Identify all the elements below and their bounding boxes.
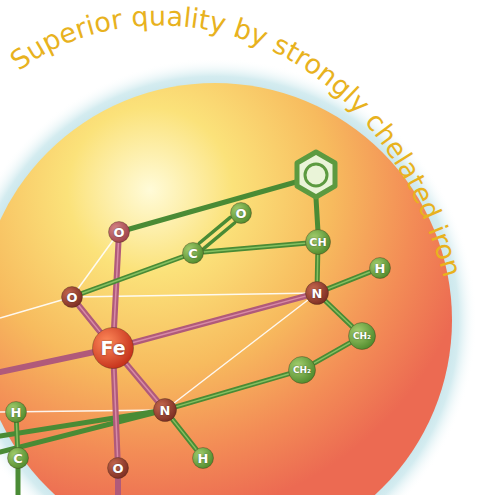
bond-stroke [326,301,352,326]
covalent-bond [328,272,370,289]
atom-ball [8,448,29,469]
atom-circle: CH [305,229,331,255]
coordinate-bond [114,369,118,457]
atom-circle: H [369,257,391,279]
atom-ball [349,323,376,350]
side-bonds [0,182,318,495]
coordinate-bond [133,296,305,342]
atom-symbol: O [66,291,77,304]
sphere-halo [0,58,477,495]
bond-stroke [204,243,305,252]
bond-stroke [16,423,17,447]
coordinate-bond [126,364,157,401]
atom-circle: O [108,221,130,243]
atom-ball [193,448,214,469]
coordinate-bond [79,306,100,332]
atom-ball [62,287,83,308]
covalent-bond [204,243,305,252]
bond-stroke [126,364,157,401]
curved-title-text: Superior quality by strongly chelated ir… [4,0,468,280]
atom-circle: H [5,401,27,423]
atom-symbol: C [188,247,198,260]
atom-circle: Fe [92,327,134,369]
covalent-bond [82,257,182,293]
bond-stroke [172,419,196,449]
bond-stroke [133,296,305,342]
bond-stroke [316,255,318,281]
atom-circle: O [107,457,129,479]
atom-ball [183,243,204,264]
bond-stroke [114,243,118,327]
atom-ball [306,282,329,305]
atom-ball [306,230,331,255]
covalent-bond [326,301,352,326]
covalent-bond [172,419,196,449]
title: Superior quality by strongly chelated ir… [4,0,468,280]
bond-stroke [79,306,100,332]
atom-symbol: C [13,452,23,465]
bond-stroke [114,369,118,457]
atom-symbol: O [235,207,246,220]
bond-stroke [133,296,305,342]
atom-symbol: CH₂ [353,332,371,341]
bond-stroke [328,272,370,289]
bond-stroke [114,243,118,327]
atom-symbol: H [11,406,22,419]
atom-circle: O [230,202,252,224]
benzene-ring [297,152,335,197]
atom-ball [108,458,129,479]
polyhedron-lines [0,232,317,412]
bond-stroke [199,217,230,243]
atom-ball [109,222,130,243]
atom-ball [154,399,177,422]
atom-symbol: N [160,404,171,417]
bond-stroke [177,374,289,407]
coordinate-bond [114,243,118,327]
bond-stroke [79,306,100,332]
bond-stroke [114,369,118,457]
atom-circle: H [192,447,214,469]
bond-stroke [16,423,17,447]
atom-symbol: N [312,287,323,300]
bond-stroke [328,272,370,289]
atom-circle: N [305,281,329,305]
covalent-bond [317,255,319,281]
bond-stroke [314,343,350,363]
bond-stroke [126,364,157,401]
covalent-bond [199,217,235,248]
bond-stroke [82,257,182,293]
atom-ball [93,328,134,369]
atom-circle: CH₂ [288,356,316,384]
atom-symbol: Fe [100,339,125,358]
bond-stroke [204,243,305,252]
bond-stroke [82,257,182,293]
atom-symbol: H [375,262,386,275]
atom-symbol: CH₂ [293,366,311,375]
bond-stroke [177,374,289,407]
atom-symbol: H [198,452,209,465]
atom-ball [289,357,316,384]
covalent-bond [314,343,350,363]
bond-stroke [326,301,352,326]
atom-circle: N [153,398,177,422]
atom-symbol: O [113,226,124,239]
atom-circle: C [182,242,204,264]
bond-stroke [172,419,196,449]
atom-circle: C [7,447,29,469]
bond-stroke [314,343,350,363]
atom-symbol: O [112,462,123,475]
atom-symbol: CH [309,237,326,248]
bond-stroke [315,255,321,281]
covalent-bond [16,423,17,447]
atom-circle: O [61,286,83,308]
covalent-bond [177,374,289,407]
atom-ball [231,203,252,224]
atom-circle: CH₂ [348,322,376,350]
atom-ball [370,258,391,279]
atom-ball [6,402,27,423]
